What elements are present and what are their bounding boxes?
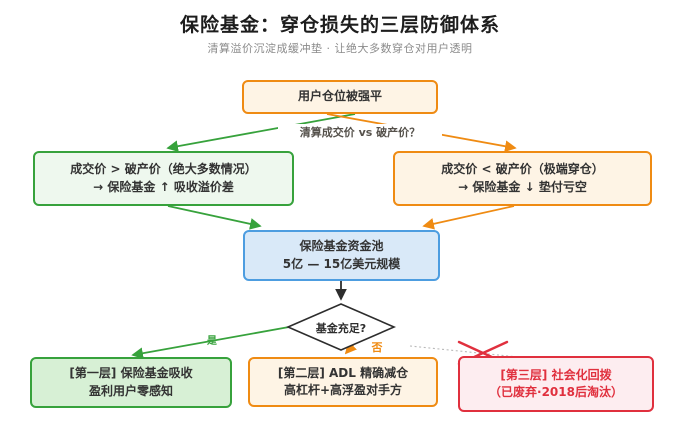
branch-shortfall-line1: 成交价 < 破产价（极端穿仓） — [441, 162, 604, 177]
edge-label-yes: 是 — [207, 336, 217, 347]
node-tier2: [第二层] ADL 精确减仓 高杠杆+高浮盈对手方 — [248, 357, 438, 407]
edge-label-no: 否 — [371, 341, 383, 354]
node-branch-premium: 成交价 > 破产价（绝大多数情况） → 保险基金 ↑ 吸收溢价差 — [33, 151, 294, 206]
edge-label-compare: 清算成交价 vs 破产价？ — [278, 124, 442, 140]
edge-left-to-pool — [167, 205, 262, 230]
node-liquidation-label: 用户仓位被强平 — [297, 89, 382, 104]
tier2-line1: [第二层] ADL 精确减仓 — [277, 365, 409, 380]
node-tier3-deprecated: [第三层] 社会化回拨 （已废弃·2018后淘汰） — [458, 356, 654, 412]
tier3-line1: [第三层] 社会化回拨 — [500, 367, 612, 382]
fund-pool-line1: 保险基金资金池 — [299, 239, 384, 254]
node-fund-pool: 保险基金资金池 5亿 — 15亿美元规模 — [243, 230, 440, 281]
page-subtitle: 清算溢价沉淀成缓冲垫 · 让绝大多数穿仓对用户透明 — [207, 42, 473, 55]
edge-right-to-pool — [422, 205, 515, 230]
node-liquidation: 用户仓位被强平 — [242, 80, 438, 114]
node-branch-shortfall: 成交价 < 破产价（极端穿仓） → 保险基金 ↓ 垫付亏空 — [393, 151, 652, 206]
edge-decision-no — [344, 335, 362, 355]
branch-premium-line1: 成交价 > 破产价（绝大多数情况） — [70, 162, 257, 177]
branch-premium-line2: → 保险基金 ↑ 吸收溢价差 — [93, 179, 234, 194]
tier1-line1: [第一层] 保险基金吸收 — [69, 366, 193, 381]
node-tier1: [第一层] 保险基金吸收 盈利用户零感知 — [30, 357, 232, 408]
fund-pool-line2: 5亿 — 15亿美元规模 — [282, 256, 401, 271]
tier1-line2: 盈利用户零感知 — [88, 383, 173, 398]
tier3-line2: （已废弃·2018后淘汰） — [489, 385, 623, 399]
branch-shortfall-line2: → 保险基金 ↓ 垫付亏空 — [458, 179, 587, 194]
tier2-line2: 高杠杆+高浮盈对手方 — [283, 383, 403, 397]
decision-label: 基金充足? — [315, 322, 367, 335]
page-title: 保险基金：穿仓损失的三层防御体系 — [179, 14, 500, 36]
